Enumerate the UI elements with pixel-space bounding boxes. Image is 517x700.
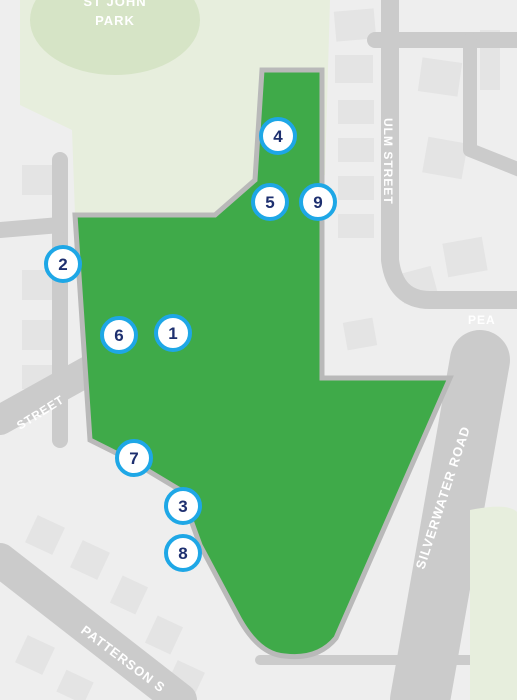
right-loop-road [463, 33, 517, 177]
marker-number: 3 [178, 497, 187, 516]
left-street-road [0, 355, 105, 435]
marker-circle[interactable] [154, 314, 192, 352]
site-marker-7[interactable]: 7 [115, 439, 153, 477]
site-marker-8[interactable]: 8 [164, 534, 202, 572]
park-label-line1: ST JOHN [83, 0, 146, 9]
site-marker-2[interactable]: 2 [44, 245, 82, 283]
marker-circle[interactable] [259, 117, 297, 155]
building-blocks [15, 8, 500, 700]
marker-number: 2 [58, 255, 67, 274]
site-marker-5[interactable]: 5 [251, 183, 289, 221]
marker-circle[interactable] [100, 316, 138, 354]
site-marker-6[interactable]: 6 [100, 316, 138, 354]
park-label-line2: PARK [95, 13, 135, 28]
marker-circle[interactable] [164, 487, 202, 525]
site-marker-9[interactable]: 9 [299, 183, 337, 221]
site-markers: 1 2 3 4 5 6 7 8 9 [44, 117, 337, 572]
marker-number: 6 [114, 326, 123, 345]
marker-number: 4 [273, 127, 283, 146]
marker-circle[interactable] [299, 183, 337, 221]
silverwater-road [390, 330, 510, 700]
site-marker-3[interactable]: 3 [164, 487, 202, 525]
marker-number: 5 [265, 193, 274, 212]
marker-number: 1 [168, 324, 177, 343]
patterson-street-road [0, 543, 197, 700]
marker-number: 8 [178, 544, 187, 563]
park-oval [30, 0, 200, 75]
ulm-street-label: ULM STREET [381, 118, 395, 205]
marker-circle[interactable] [164, 534, 202, 572]
marker-circle[interactable] [44, 245, 82, 283]
site-marker-4[interactable]: 4 [259, 117, 297, 155]
marker-number: 9 [313, 193, 322, 212]
ulm-street-road [381, 0, 517, 309]
site-marker-1[interactable]: 1 [154, 314, 192, 352]
marker-number: 7 [129, 449, 138, 468]
marker-circle[interactable] [115, 439, 153, 477]
marker-circle[interactable] [251, 183, 289, 221]
pea-street-label: PEA [468, 313, 496, 327]
left-cross-road [0, 217, 68, 238]
right-park-strip [470, 506, 517, 700]
